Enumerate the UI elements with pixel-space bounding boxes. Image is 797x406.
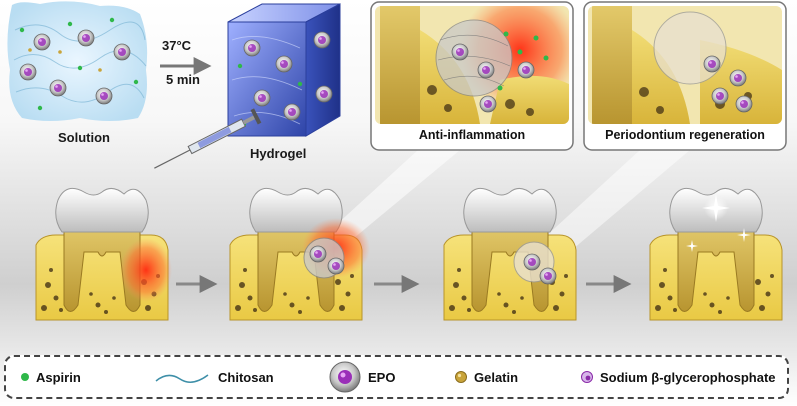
legend-label-aspirin: Aspirin xyxy=(36,369,81,385)
tooth-injection-stage xyxy=(35,108,262,321)
green-dot-icon xyxy=(21,373,29,381)
solution-label: Solution xyxy=(58,130,110,145)
anti-inflammation-panel xyxy=(300,1,574,258)
glycerophosphate-icon xyxy=(581,371,593,383)
solution-illustration xyxy=(7,1,148,121)
periodontium-regeneration-label: Periodontium regeneration xyxy=(605,128,765,142)
legend-label-chitosan: Chitosan xyxy=(218,369,274,385)
legend-item-epo: EPO xyxy=(328,357,395,397)
tooth-anti-inflammation-stage xyxy=(229,187,370,321)
chitosan-strand-icon xyxy=(155,374,209,383)
epo-particle-icon xyxy=(329,361,361,393)
legend-box: Aspirin Chitosan EPO Gelatin Sodium β-gl… xyxy=(4,355,789,399)
legend-item-gelatin: Gelatin xyxy=(454,357,518,397)
time-label: 5 min xyxy=(166,72,200,87)
legend-item-sodium-glycerophosphate: Sodium β-glycerophosphate xyxy=(580,357,776,397)
anti-inflammation-label: Anti-inflammation xyxy=(418,128,526,142)
periodontium-regeneration-panel xyxy=(520,1,787,260)
legend-label-sodium-glycerophosphate: Sodium β-glycerophosphate xyxy=(600,369,776,385)
tooth-healthy-stage xyxy=(649,187,783,321)
legend-label-epo: EPO xyxy=(368,369,396,385)
temperature-label: 37°C xyxy=(162,38,192,53)
legend-label-gelatin: Gelatin xyxy=(474,369,519,385)
legend-item-aspirin: Aspirin xyxy=(20,357,81,397)
legend-item-chitosan: Chitosan xyxy=(154,357,274,397)
hydrogel-cube xyxy=(227,3,341,137)
tooth-regeneration-stage xyxy=(443,187,577,321)
gelatin-bead-icon xyxy=(455,371,467,383)
hydrogel-label: Hydrogel xyxy=(250,146,307,161)
